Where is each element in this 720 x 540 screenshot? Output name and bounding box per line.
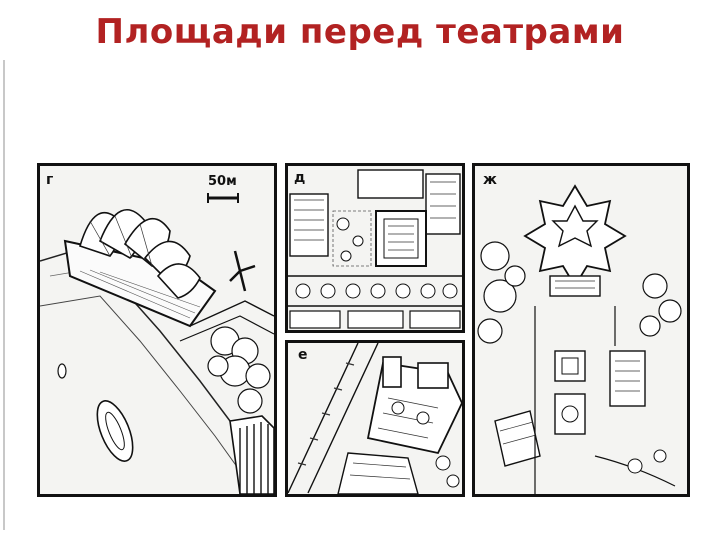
- panel-zh-label: ж: [481, 172, 499, 188]
- panel-g-opera-house-plan: г 50м: [37, 163, 277, 497]
- panel-zh-theatre-square-plan: ж: [472, 163, 690, 497]
- slide-title: Площади перед театрами: [95, 12, 625, 52]
- panel-e-label: е: [296, 347, 310, 363]
- slide-left-divider: [3, 60, 5, 530]
- scale-bar-label: 50м: [208, 174, 237, 189]
- panel-g-label: г: [44, 172, 56, 188]
- panel-d-theatre-square-plan: д: [285, 163, 465, 333]
- axial-square-drawing: [477, 184, 682, 494]
- diagonal-square-drawing: [288, 343, 462, 494]
- panel-d-label: д: [292, 170, 308, 186]
- panel-e-theatre-square-plan: е: [285, 340, 465, 497]
- opera-house-drawing: [40, 193, 274, 494]
- theatre-square-drawing: [288, 169, 462, 329]
